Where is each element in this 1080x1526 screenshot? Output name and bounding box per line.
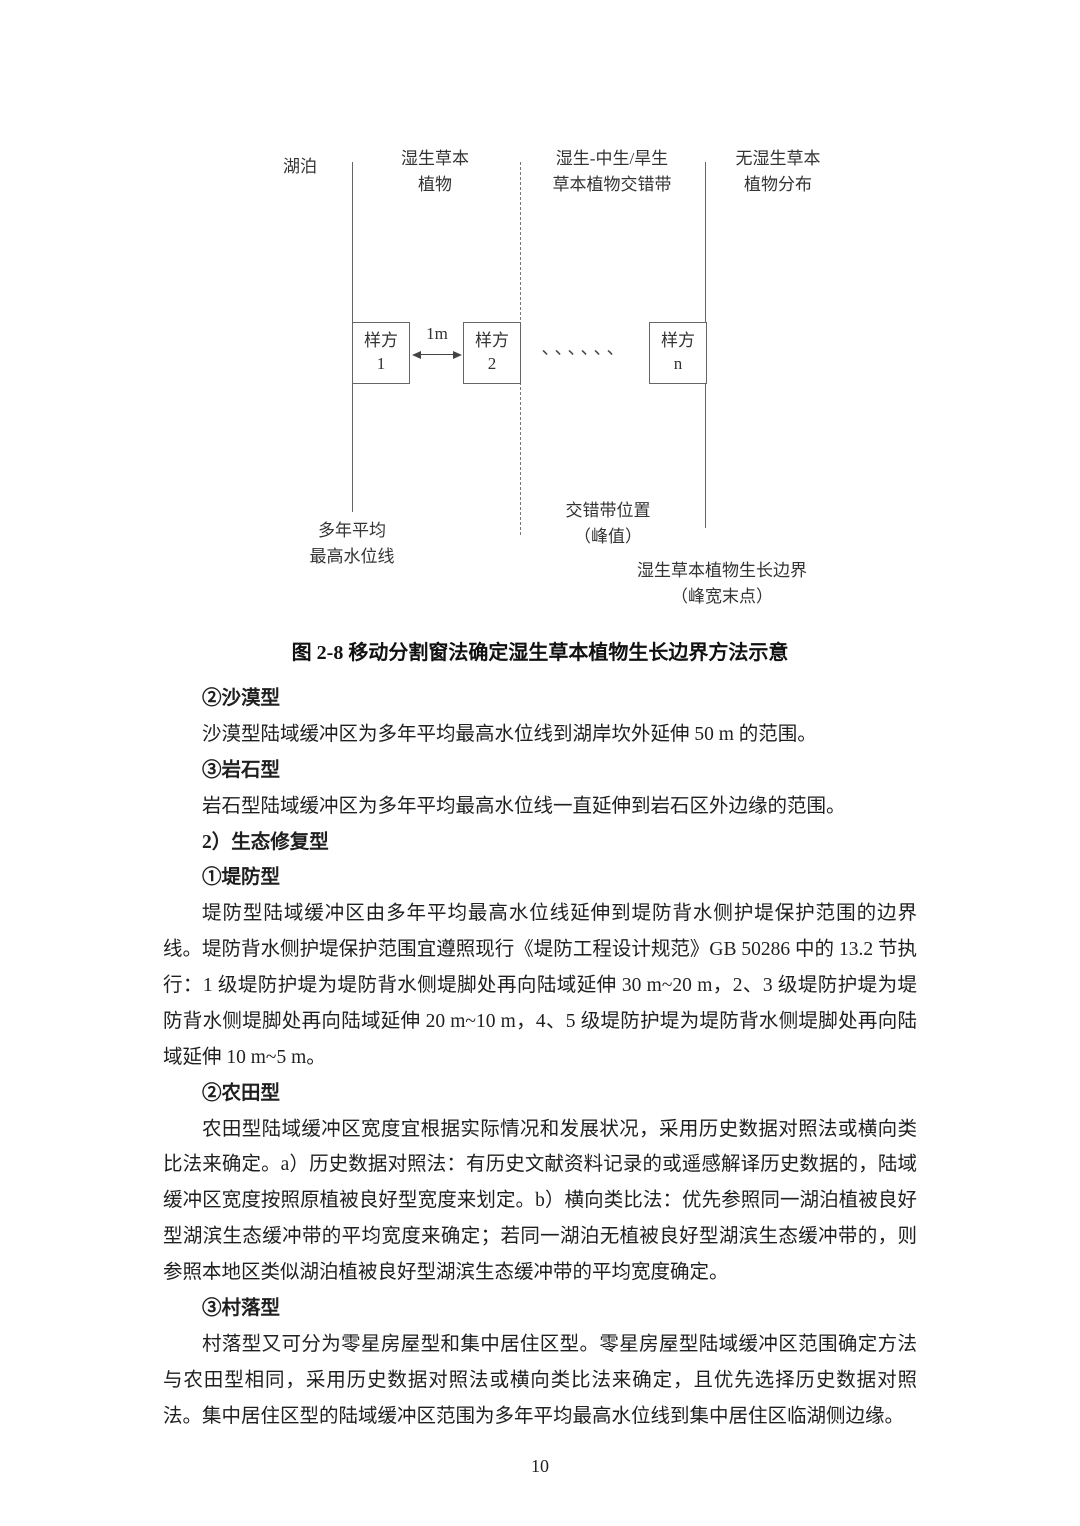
zone-wet-label: 湿生草本 植物 — [355, 146, 515, 197]
quadrat-1-number: 1 — [376, 354, 386, 373]
document-page: 湖泊 湿生草本 植物 湿生-中生/旱生 草本植物交错带 无湿生草本 植物分布 样… — [163, 138, 917, 1476]
ecotone-position-label: 交错带位置 （峰值） — [530, 498, 686, 549]
zone-ecotone-label-line2: 草本植物交错带 — [552, 174, 672, 194]
growth-boundary-label-line1: 湿生草本植物生长边界 — [637, 561, 807, 580]
zone-wet-label-line2: 植物 — [418, 174, 452, 194]
double-arrow-icon — [412, 350, 462, 359]
ellipsis-dots: 、、、、、、 — [541, 338, 629, 358]
arrowhead-right-icon — [453, 350, 462, 359]
waterline-label-line2: 最高水位线 — [309, 546, 395, 566]
quadrat-n-number: n — [673, 354, 683, 373]
section-heading-village: ③村落型 — [202, 1297, 281, 1319]
body-paragraph: 农田型陆域缓冲区宽度宜根据实际情况和发展状况，采用历史数据对照法或横向类比法来确… — [163, 1118, 917, 1284]
zone-dry-label-line2: 植物分布 — [744, 174, 812, 194]
ecotone-position-label-line1: 交错带位置 — [565, 501, 651, 520]
quadrat-n-box: 样方 n — [649, 322, 707, 384]
lake-label: 湖泊 — [283, 157, 317, 176]
quadrat-2-word: 样方 — [475, 331, 509, 351]
quadrat-1-word: 样方 — [364, 331, 398, 351]
figure-2-8-diagram: 湖泊 湿生草本 植物 湿生-中生/旱生 草本植物交错带 无湿生草本 植物分布 样… — [163, 138, 917, 610]
quadrat-n-word: 样方 — [661, 331, 695, 351]
quadrat-2-number: 2 — [487, 354, 497, 373]
waterline-label: 多年平均 最高水位线 — [272, 518, 432, 569]
zone-dry-label: 无湿生草本 植物分布 — [698, 146, 858, 197]
body-paragraph: 堤防型陆域缓冲区由多年平均最高水位线延伸到堤防背水侧护堤保护范围的边界线。堤防背… — [163, 903, 917, 1068]
quadrat-2-box: 样方 2 — [463, 322, 521, 384]
figure-caption: 图 2-8 移动分割窗法确定湿生草本植物生长边界方法示意 — [291, 642, 789, 664]
waterline-label-line1: 多年平均 — [318, 521, 386, 540]
growth-boundary-label: 湿生草本植物生长边界 （峰宽末点） — [597, 558, 847, 609]
section-heading-dike: ①堤防型 — [202, 867, 281, 889]
growth-boundary-label-line2: （峰宽末点） — [671, 586, 773, 606]
quadrat-1-box: 样方 1 — [352, 322, 410, 384]
ecotone-position-label-line2: （峰值） — [574, 526, 642, 546]
section-heading-farmland: ②农田型 — [202, 1082, 281, 1104]
zone-dry-label-line1: 无湿生草本 — [735, 149, 821, 168]
arrowhead-left-icon — [412, 350, 421, 359]
body-paragraph: 沙漠型陆域缓冲区为多年平均最高水位线到湖岸坎外延伸 50 m 的范围。 — [202, 723, 817, 745]
section-heading-eco-restoration: 2）生态修复型 — [202, 831, 329, 853]
body-paragraph: 村落型又可分为零星房屋型和集中居住区型。零星房屋型陆域缓冲区范围确定方法与农田型… — [163, 1333, 917, 1427]
zone-wet-label-line1: 湿生草本 — [401, 149, 469, 168]
page-number: 10 — [531, 1456, 549, 1476]
zone-ecotone-label-line1: 湿生-中生/旱生 — [555, 149, 669, 168]
section-heading-rock: ③岩石型 — [202, 759, 281, 781]
body-text: ②沙漠型 沙漠型陆域缓冲区为多年平均最高水位线到湖岸坎外延伸 50 m 的范围。… — [163, 681, 917, 1434]
section-heading-desert: ②沙漠型 — [202, 688, 281, 709]
zone-ecotone-label: 湿生-中生/旱生 草本植物交错带 — [512, 146, 712, 197]
arrow-shaft — [421, 354, 453, 355]
body-paragraph: 岩石型陆域缓冲区为多年平均最高水位线一直延伸到岩石区外边缘的范围。 — [202, 795, 846, 817]
gap-distance-label: 1m — [426, 324, 448, 343]
